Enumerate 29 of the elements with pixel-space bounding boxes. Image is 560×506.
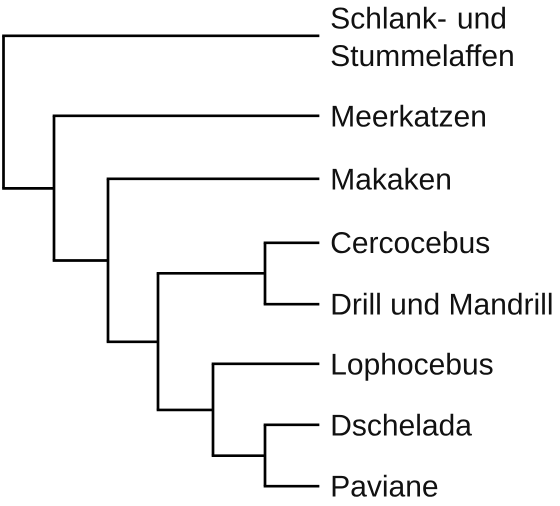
branch-line — [106, 177, 320, 180]
branch-line — [2, 34, 320, 38]
branch-line — [264, 423, 320, 426]
taxon-label: Lophocebus — [332, 352, 493, 381]
branch-line — [264, 302, 320, 306]
branch-line — [212, 362, 320, 366]
branch-line — [106, 340, 158, 344]
branch-line — [2, 187, 54, 190]
vertical-branch-line — [156, 274, 160, 410]
vertical-branch-line — [264, 425, 266, 486]
branch-line — [264, 484, 320, 488]
taxon-label: Schlank- und Stummelaffen — [332, 6, 513, 66]
branch-line — [264, 241, 320, 244]
branch-line — [52, 259, 108, 262]
taxon-label: Meerkatzen — [332, 104, 485, 127]
taxon-label: Drill und Mandrill — [332, 292, 552, 315]
vertical-branch-line — [212, 364, 214, 456]
taxon-label: Dschelada — [332, 414, 472, 436]
vertical-branch-line — [264, 243, 266, 304]
vertical-branch-line — [106, 179, 110, 342]
taxon-label: Cercocebus — [332, 231, 490, 254]
taxon-label: Paviane — [332, 474, 438, 497]
branch-line — [156, 272, 265, 275]
branch-line — [212, 454, 265, 458]
branch-line — [52, 114, 320, 118]
vertical-branch-line — [52, 116, 56, 260]
branch-line — [156, 408, 213, 412]
taxon-label: Makaken — [332, 168, 450, 190]
vertical-branch-line — [2, 36, 5, 188]
